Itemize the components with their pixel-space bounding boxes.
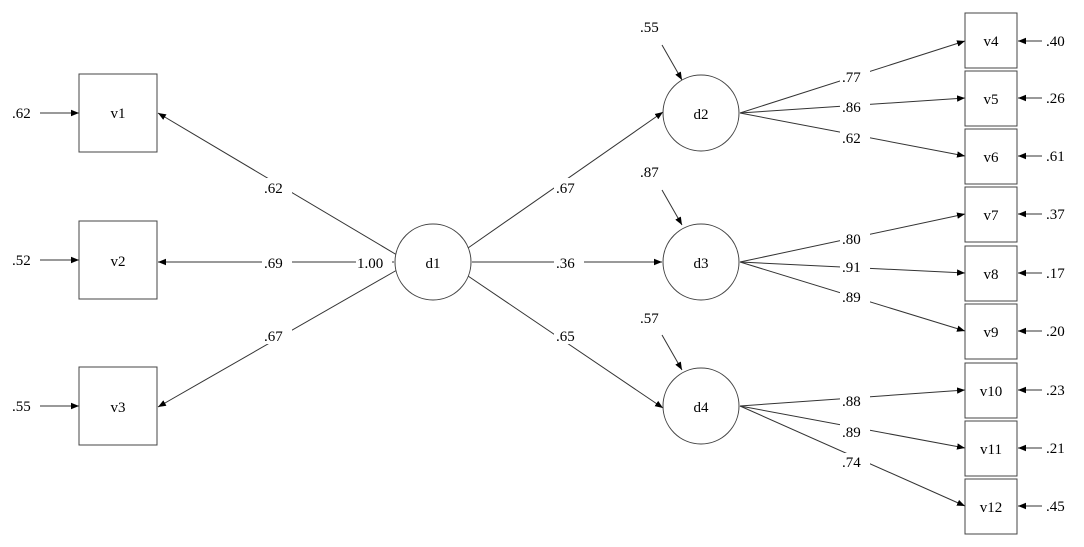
- node-label-v7: v7: [984, 208, 1000, 224]
- node-label-v12: v12: [980, 500, 1003, 516]
- variance-v11: .21: [1046, 441, 1065, 457]
- coef-d4-v10: .88: [842, 394, 861, 410]
- node-label-v8: v8: [984, 267, 999, 283]
- coef-d2-v6: .62: [842, 131, 861, 147]
- node-label-v1: v1: [111, 106, 126, 122]
- node-v10: v10: [964, 362, 1018, 419]
- node-v6: v6: [964, 128, 1018, 185]
- variance-v4: .40: [1046, 34, 1065, 50]
- node-d1: d1: [394, 223, 472, 301]
- disturbance-arrow-d3: [661, 189, 683, 226]
- variance-labels: .62 .52 .55 .55 .87 .57 .40 .26 .61 .37 …: [12, 20, 1065, 515]
- node-v12: v12: [964, 478, 1018, 535]
- variance-d3: .87: [640, 165, 659, 181]
- variance-d2: .55: [640, 20, 659, 36]
- coef-d1-v2: .69: [264, 256, 283, 272]
- node-v2: v2: [78, 220, 158, 300]
- variance-v2: .52: [12, 253, 31, 269]
- node-label-v9: v9: [984, 325, 999, 341]
- node-label-v3: v3: [111, 400, 126, 416]
- node-label-v2: v2: [111, 254, 126, 270]
- coef-d2-v5: .86: [842, 100, 861, 116]
- node-label-v5: v5: [984, 92, 999, 108]
- variance-v8: .17: [1046, 266, 1065, 282]
- coef-d3-v9: .89: [842, 290, 861, 306]
- variance-v7: .37: [1046, 207, 1065, 223]
- variance-d4: .57: [640, 311, 659, 327]
- disturbance-arrow-d4: [661, 334, 683, 371]
- node-label-d2: d2: [694, 107, 709, 123]
- node-v8: v8: [964, 245, 1018, 302]
- node-label-v10: v10: [980, 384, 1003, 400]
- nodes: v1 v2 v3 d1 d2 d3 d4 v4: [78, 12, 1018, 535]
- node-d3: d3: [662, 223, 740, 301]
- node-d2: d2: [662, 74, 740, 152]
- node-v5: v5: [964, 70, 1018, 127]
- node-label-v4: v4: [984, 34, 1000, 50]
- variance-d1: 1.00: [357, 256, 383, 272]
- coef-d1-d3: .36: [556, 256, 575, 272]
- node-label-d3: d3: [694, 256, 709, 272]
- node-v4: v4: [964, 12, 1018, 69]
- node-v1: v1: [78, 73, 158, 153]
- coef-d2-v4: .77: [842, 70, 861, 86]
- node-label-d4: d4: [694, 400, 710, 416]
- coef-d1-v3: .67: [264, 329, 283, 345]
- node-v3: v3: [78, 366, 158, 446]
- coef-d1-v1: .62: [264, 181, 283, 197]
- variance-v12: .45: [1046, 499, 1065, 515]
- variance-v1: .62: [12, 106, 31, 122]
- variance-v9: .20: [1046, 324, 1065, 340]
- variance-v6: .61: [1046, 149, 1065, 165]
- node-label-v6: v6: [984, 150, 1000, 166]
- coef-d1-d4: .65: [556, 329, 575, 345]
- coef-d1-d2: .67: [556, 181, 575, 197]
- disturbance-arrow-d2: [661, 44, 683, 81]
- coef-d3-v8: .91: [842, 260, 861, 276]
- node-d4: d4: [662, 367, 740, 445]
- variance-v3: .55: [12, 399, 31, 415]
- coef-d4-v12: .74: [842, 455, 861, 471]
- variance-v5: .26: [1046, 91, 1065, 107]
- coef-d4-v11: .89: [842, 425, 861, 441]
- node-v11: v11: [964, 420, 1018, 477]
- path-labels: .62 .69 .67 1.00 .67 .36 .65 .77 .86 .62…: [262, 68, 870, 471]
- coef-d3-v7: .80: [842, 232, 861, 248]
- node-label-v11: v11: [980, 442, 1002, 458]
- variance-v10: .23: [1046, 383, 1065, 399]
- node-label-d1: d1: [426, 256, 441, 272]
- node-v9: v9: [964, 303, 1018, 360]
- edges: [40, 37, 1042, 510]
- node-v7: v7: [964, 186, 1018, 243]
